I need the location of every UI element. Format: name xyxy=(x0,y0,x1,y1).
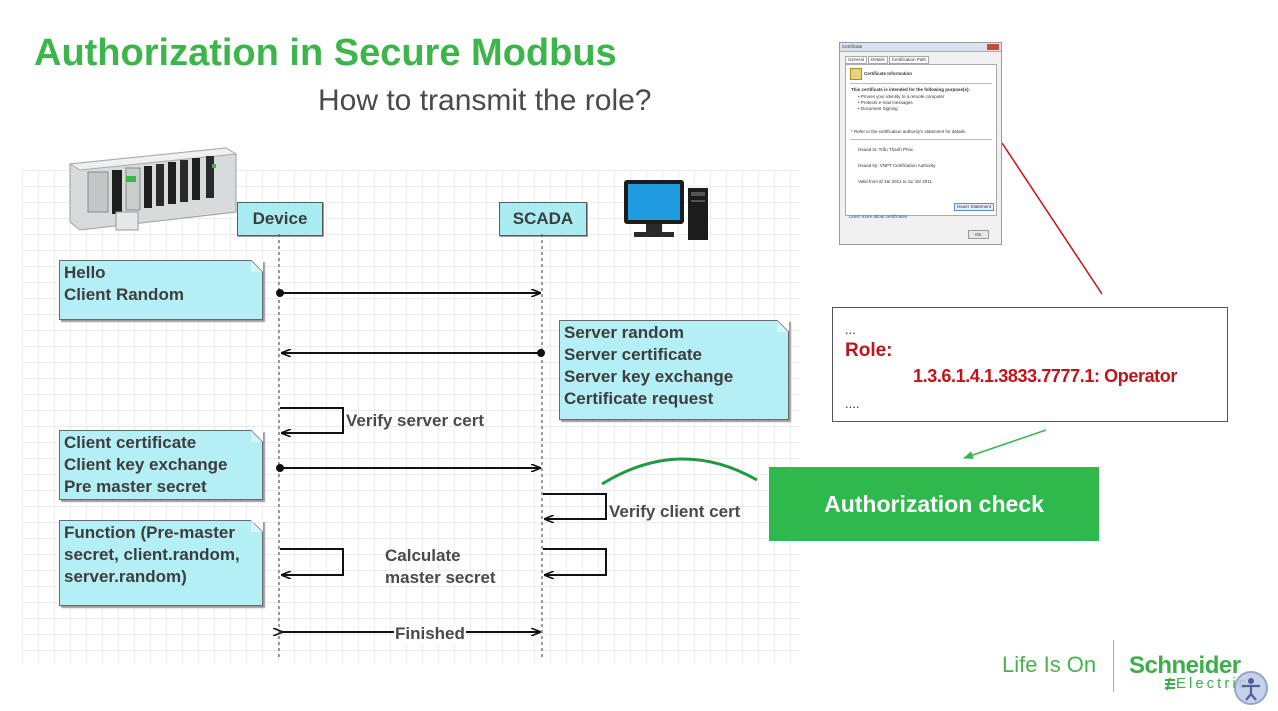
green-arc xyxy=(601,457,758,486)
cert-pane: Certificate Information This certificate… xyxy=(845,64,997,216)
note-line: Function (Pre-master xyxy=(64,523,235,542)
self-loop-calc-device xyxy=(280,548,344,575)
note-server: Server random Server certificate Server … xyxy=(559,320,789,420)
brand-tagline: Life Is On xyxy=(1002,652,1097,677)
note-line: Hello xyxy=(64,263,106,282)
brand-divider xyxy=(1113,640,1114,692)
computer-icon xyxy=(624,180,708,240)
note-client: Client certificate Client key exchange P… xyxy=(59,430,263,500)
note-line: Pre master secret xyxy=(64,477,207,496)
cert-refer: * Refer to the certification authority's… xyxy=(851,129,967,134)
note-line: server.random) xyxy=(64,567,187,586)
lifeline-scada: SCADA xyxy=(499,202,587,236)
label-calculate-line: Calculate xyxy=(385,546,461,565)
self-loop-calc-scada xyxy=(543,548,607,575)
tab-details[interactable]: Details xyxy=(868,56,888,64)
note-function: Function (Pre-master secret, client.rand… xyxy=(59,520,263,606)
self-loop-verify-client xyxy=(543,493,607,519)
note-line: Client certificate xyxy=(64,433,197,452)
self-loop-verify-server xyxy=(280,407,344,433)
slide-subtitle: How to transmit the role? xyxy=(318,84,652,117)
label-finished: Finished xyxy=(394,624,466,644)
role-ellipsis-top: ... xyxy=(845,322,856,337)
tab-general[interactable]: General xyxy=(845,56,868,64)
plc-device-image xyxy=(68,147,238,231)
ok-button[interactable]: OK xyxy=(968,230,989,239)
cert-issued-by: Issued by: VNPT Certification Authority xyxy=(858,163,936,168)
brand-company: Schneider xyxy=(1129,652,1241,679)
label-calculate-line: master secret xyxy=(385,568,496,587)
role-ellipsis-bottom: .... xyxy=(845,396,860,411)
authorization-check-box: Authorization check xyxy=(769,467,1099,541)
note-line: Server key exchange xyxy=(564,367,734,386)
certificate-icon xyxy=(850,68,862,80)
label-verify-client: Verify client cert xyxy=(609,502,741,521)
role-label: Role: xyxy=(845,340,893,361)
brand-company-sub: Electric xyxy=(1176,675,1250,692)
cert-info-title: Certificate Information xyxy=(864,71,913,76)
cert-purpose: • Document Signing xyxy=(858,106,898,111)
note-line: secret, client.random, xyxy=(64,545,240,564)
red-connector xyxy=(1001,142,1103,295)
schneider-logo-icon xyxy=(1165,677,1175,691)
cert-valid: Valid from 8/ 16/ 2011 to 11/ 15/ 2011 xyxy=(858,179,932,184)
label-verify-server: Verify server cert xyxy=(346,411,484,430)
note-line: Server certificate xyxy=(564,345,702,364)
tab-certification-path[interactable]: Certification Path xyxy=(888,56,930,64)
note-line: Client key exchange xyxy=(64,455,228,474)
role-box: ... Role: 1.3.6.1.4.1.3833.7777.1: Opera… xyxy=(832,307,1228,422)
green-arrow xyxy=(963,429,1047,459)
close-icon[interactable] xyxy=(987,44,999,50)
cert-issued-to: Issued to: Trần Thanh Phúc xyxy=(858,147,914,152)
accessibility-icon[interactable] xyxy=(1232,669,1270,707)
role-value: 1.3.6.1.4.1.3833.7777.1: Operator xyxy=(913,366,1177,386)
lifeline-device: Device xyxy=(237,202,323,236)
slide-title: Authorization in Secure Modbus xyxy=(34,32,617,74)
cert-purpose: • Proves your identity to a remote compu… xyxy=(858,94,945,99)
note-line: Server random xyxy=(564,323,684,342)
cert-titlebar: Certificate xyxy=(840,43,1001,52)
cert-learn-link[interactable]: Learn more about certificates xyxy=(849,214,908,219)
cert-intended: This certificate is intended for the fol… xyxy=(851,87,971,92)
issuer-statement-button[interactable]: Issuer Statement xyxy=(954,203,995,211)
note-line: Client Random xyxy=(64,285,184,304)
cert-purpose: • Protects e-mail messages xyxy=(858,100,913,105)
note-hello: Hello Client Random xyxy=(59,260,263,320)
label-calculate: Calculate master secret xyxy=(385,545,496,589)
note-line: Certificate request xyxy=(564,389,714,408)
